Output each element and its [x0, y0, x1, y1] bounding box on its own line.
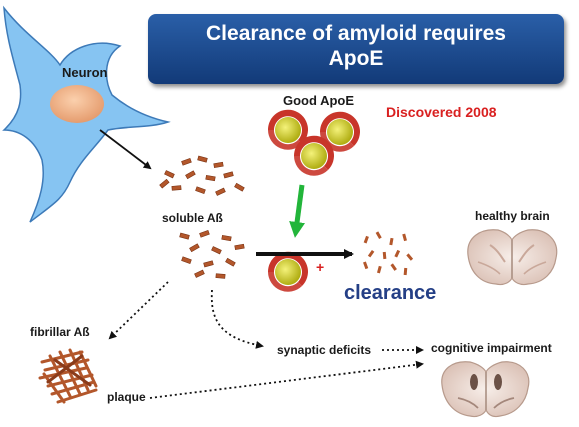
slide-title: Clearance of amyloid requires ApoE	[206, 22, 506, 70]
plaque-label: plaque	[107, 390, 146, 404]
plus-sign: +	[316, 259, 325, 275]
dotted-arrow-to-synaptic	[210, 289, 264, 349]
good-apoe-particles	[267, 109, 360, 176]
title-banner: Clearance of amyloid requires ApoE	[148, 14, 564, 84]
soluble-ab-label: soluble Aß	[162, 211, 223, 225]
dotted-arrow-plaque-to-cognitive	[149, 360, 424, 399]
neuron-label: Neuron	[62, 65, 108, 80]
neuron-cell	[2, 5, 171, 223]
healthy-brain-label: healthy brain	[475, 209, 550, 223]
fibrillar-ab-label: fibrillar Aß	[30, 325, 90, 339]
neuron-nucleus	[50, 85, 104, 123]
green-arrow	[289, 184, 305, 238]
axon-arrow	[99, 129, 152, 170]
fibrillar-plaque	[38, 348, 98, 404]
clearance-label: clearance	[344, 282, 437, 304]
cleared-fragments	[363, 231, 414, 276]
discovered-label: Discovered 2008	[386, 104, 497, 120]
cognitive-impairment-label: cognitive impairment	[431, 341, 552, 355]
dotted-arrow-to-fibrillar	[108, 281, 169, 340]
soluble-ab-cluster-upper	[159, 155, 245, 196]
healthy-brain-image	[467, 229, 558, 286]
damaged-brain-image	[441, 361, 530, 418]
soluble-ab-cluster-lower	[179, 230, 245, 279]
apoe-particle-bound	[267, 251, 308, 292]
good-apoe-label: Good ApoE	[283, 93, 355, 108]
synaptic-deficits-label: synaptic deficits	[277, 343, 372, 357]
